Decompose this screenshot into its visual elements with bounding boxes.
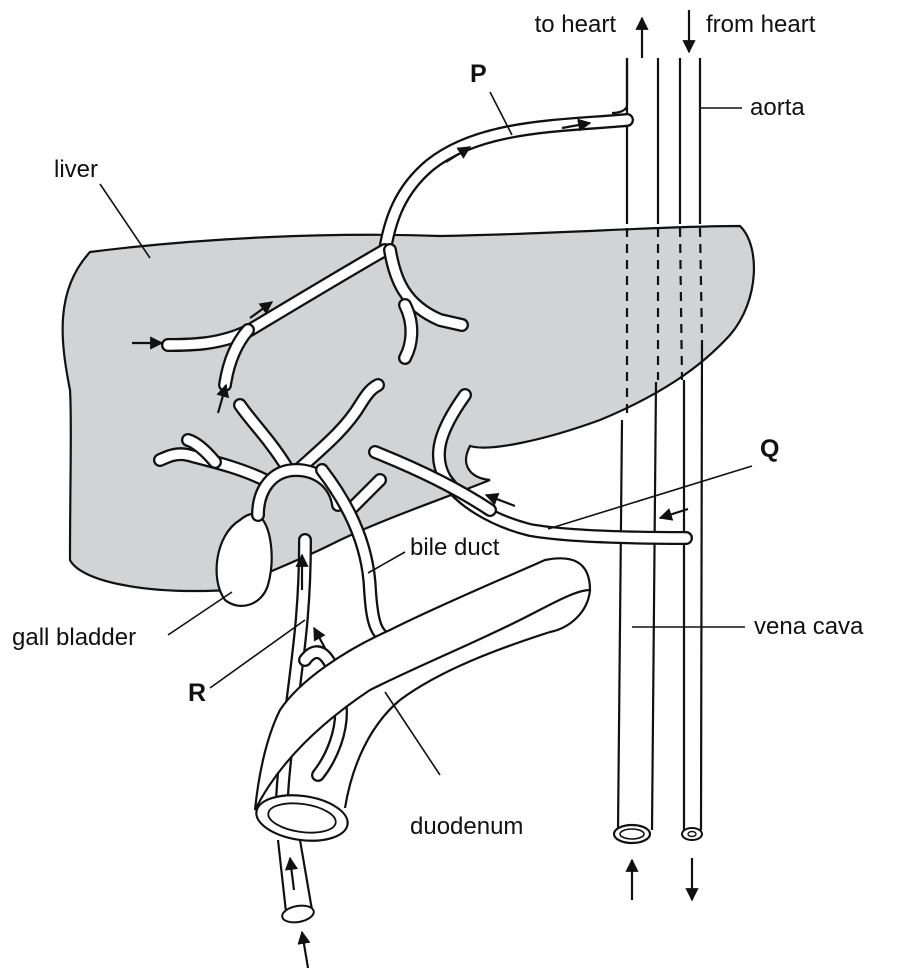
lower-vessel <box>278 840 315 925</box>
label-Q: Q <box>760 435 779 463</box>
bile-duct-label: bile duct <box>410 534 500 561</box>
aorta-vessel <box>680 58 702 840</box>
label-R: R <box>188 679 206 707</box>
label-P: P <box>470 60 487 88</box>
liver-label: liver <box>54 156 98 183</box>
from-heart-label: from heart <box>706 11 816 38</box>
aorta-label: aorta <box>750 94 805 121</box>
vena-cava-vessel <box>614 58 658 843</box>
vena-cava-label: vena cava <box>754 613 864 640</box>
duodenum-label: duodenum <box>410 813 523 840</box>
gall-bladder-label: gall bladder <box>12 624 136 651</box>
to-heart-label: to heart <box>535 11 617 38</box>
